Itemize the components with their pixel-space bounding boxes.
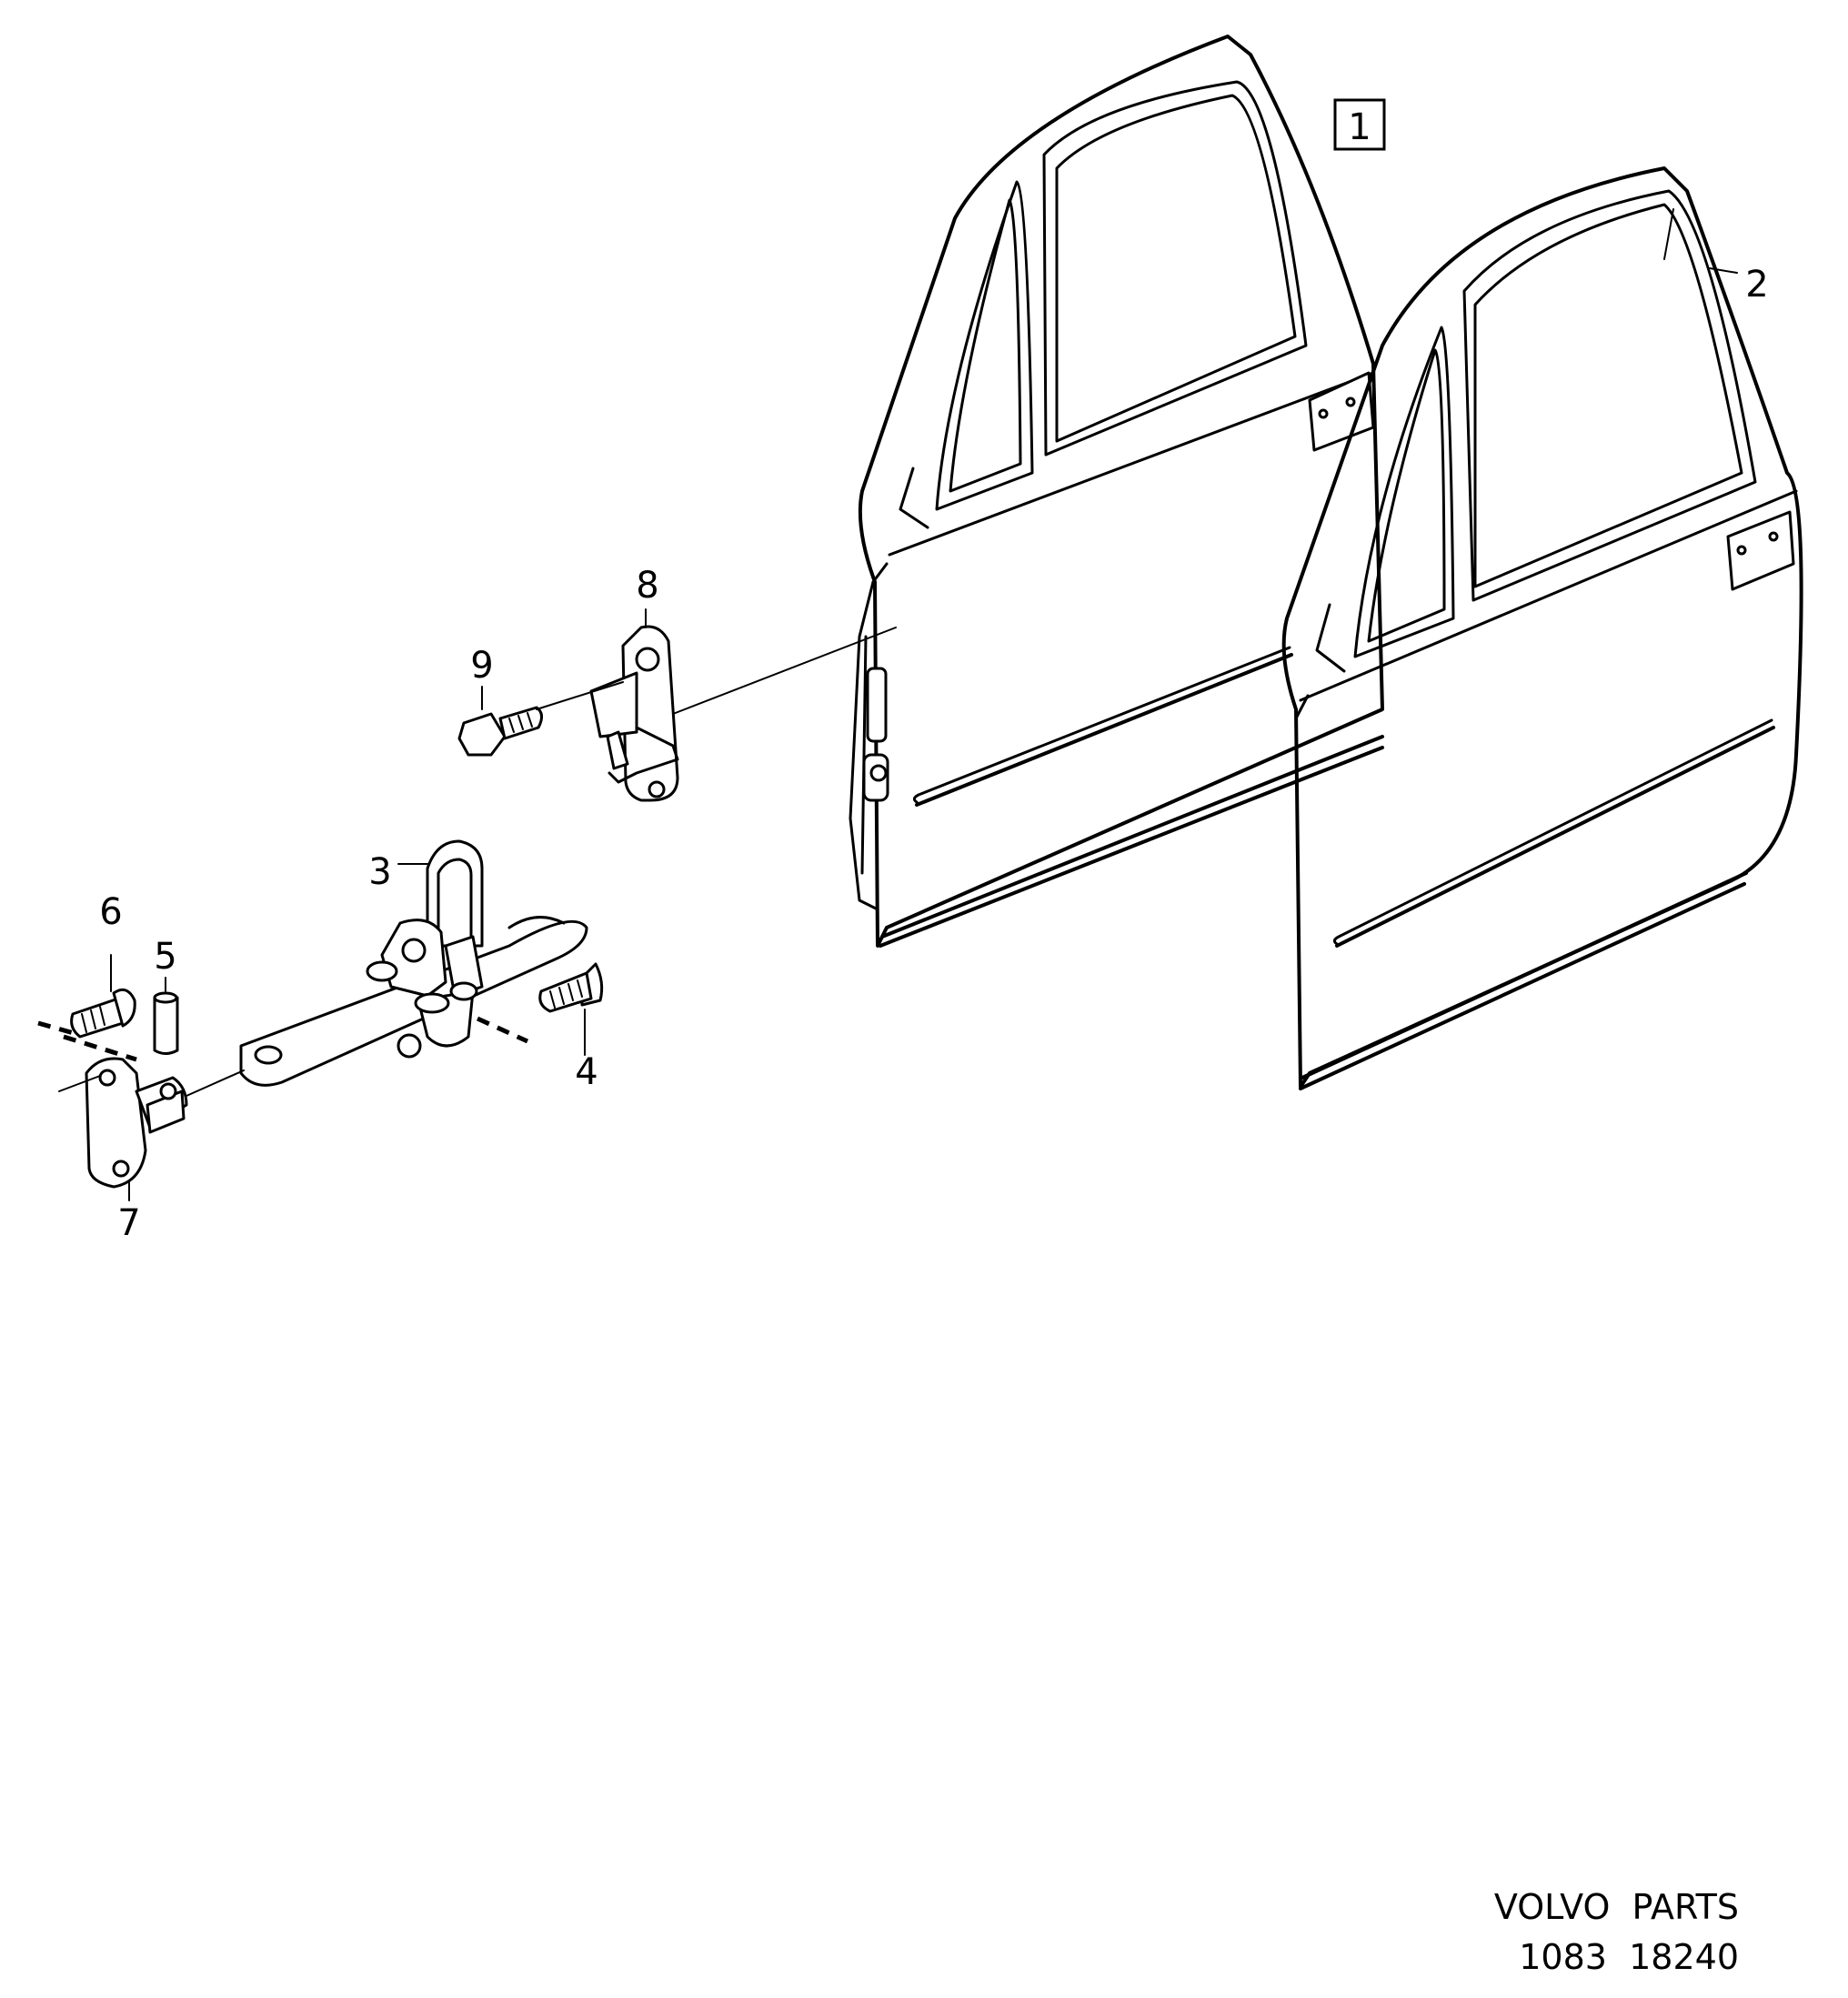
door-check-strap (239, 839, 588, 1087)
rear-door (1281, 166, 1803, 1090)
footer-code: 1083 18240 (1519, 1937, 1739, 1977)
footer-brand: VOLVO PARTS (1494, 1887, 1739, 1927)
bolt-9 (457, 706, 543, 757)
callout-9: 9 (470, 645, 493, 687)
callout-8: 8 (636, 565, 658, 607)
callout-6: 6 (99, 891, 122, 933)
kit-label: 1 (1348, 106, 1371, 148)
dashed-guides (37, 1016, 529, 1062)
callout-4: 4 (575, 1051, 598, 1093)
callout-3: 3 (368, 851, 391, 893)
pin-5 (153, 991, 179, 1055)
bracket-7 (85, 1057, 188, 1189)
bolt-6 (70, 988, 136, 1039)
leader-lines (58, 208, 1738, 1201)
bolt-4 (538, 962, 604, 1013)
callout-5: 5 (154, 936, 176, 978)
callout-2: 2 (1745, 264, 1768, 306)
callout-7: 7 (117, 1202, 140, 1244)
front-door (849, 35, 1384, 948)
kit-label-box: 1 (1333, 98, 1386, 151)
door-hinge-upper (589, 625, 679, 802)
